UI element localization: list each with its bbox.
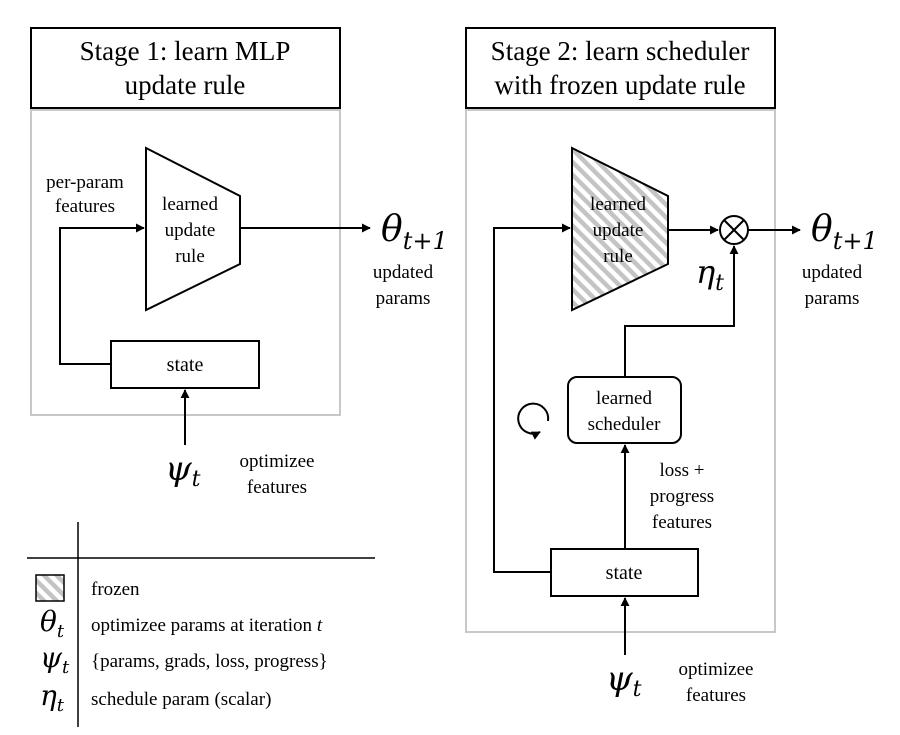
stage2-scheduler-line1: learned xyxy=(596,388,652,409)
stage1-title-line1: Stage 1: learn MLP xyxy=(80,36,291,66)
stage2-loss-label-line3: features xyxy=(652,512,712,533)
legend-row-eta-text: schedule param (scalar) xyxy=(91,689,271,710)
stage1-output-label-line1: updated xyxy=(373,262,434,283)
legend: frozen θt optimizee params at iteration … xyxy=(27,522,375,727)
legend-row-theta-var: t xyxy=(317,615,323,636)
legend-eta-symbol: ηt xyxy=(40,679,65,716)
stage1-feedback-arrow xyxy=(59,223,145,365)
stage2-psi-symbol: ψt xyxy=(606,659,642,702)
stage2-title-box xyxy=(465,27,776,109)
stage1-output-symbol: θt+1 xyxy=(381,209,448,255)
stage2-loss-label-line2: progress xyxy=(650,486,714,507)
stage2-eta-arrow xyxy=(624,245,739,376)
stage1-title-box xyxy=(30,27,341,109)
stage2-output-label-line2: params xyxy=(805,288,860,309)
stage2-rule-line2: update xyxy=(593,220,644,241)
stage1-rule-line1: learned xyxy=(162,194,218,215)
stage1-output-subscript: t+1 xyxy=(403,227,448,255)
stage2-psi-subscript: t xyxy=(633,677,642,702)
stage1-rule-line3: rule xyxy=(175,246,205,267)
stage1-update-rule-block xyxy=(145,146,241,312)
stage1-state-label: state xyxy=(167,354,204,376)
stage2-rule-line1: learned xyxy=(590,194,646,215)
legend-row-frozen-text: frozen xyxy=(91,579,140,600)
stage2-multiply-icon xyxy=(719,215,749,245)
stage2-feedback-arrow xyxy=(493,223,571,573)
stage1-title-line2: update rule xyxy=(125,70,246,100)
stage2-scheduler-line2: scheduler xyxy=(588,414,661,435)
legend-row-psi-text: {params, grads, loss, progress} xyxy=(91,651,328,672)
legend-frozen-swatch xyxy=(35,574,65,602)
stage2-output-subscript: t+1 xyxy=(833,227,878,255)
stage2-eta-symbol: ηt xyxy=(696,253,724,296)
stage2-loss-label-line1: loss + xyxy=(659,460,704,481)
stage1-psi-subscript: t xyxy=(192,467,201,492)
stage2-panel: Stage 2: learn scheduler with frozen upd… xyxy=(465,27,878,706)
legend-psi-subscript: t xyxy=(62,657,70,678)
stage2-scheduler-box xyxy=(567,376,682,444)
stage2-panel-frame xyxy=(465,109,776,633)
stage1-input-label-line1: per-param xyxy=(46,172,124,193)
legend-row-theta-text: optimizee params at iteration t xyxy=(91,615,323,636)
stage2-state-label: state xyxy=(606,562,643,584)
stage2-recurrent-loop-icon xyxy=(517,402,550,440)
stage2-title-line1: Stage 2: learn scheduler xyxy=(491,36,750,66)
stage2-update-rule-block xyxy=(571,146,669,312)
stage1-output-label-line2: params xyxy=(376,288,431,309)
legend-psi-symbol: ψt xyxy=(40,641,70,678)
legend-eta-subscript: t xyxy=(57,695,65,716)
stage2-psi-label-line2: features xyxy=(686,685,746,706)
stage2-output-label-line1: updated xyxy=(802,262,863,283)
legend-theta-subscript: t xyxy=(57,621,65,642)
stage2-psi-label-line1: optimizee xyxy=(679,659,754,680)
stage2-title-line2: with frozen update rule xyxy=(494,70,745,100)
stage1-psi-symbol: ψt xyxy=(165,449,201,492)
stage1-panel: Stage 1: learn MLP update rule per-param… xyxy=(30,27,448,498)
stage2-rule-line3: rule xyxy=(603,246,633,267)
legend-theta-symbol: θt xyxy=(40,605,65,642)
stage1-psi-label-line1: optimizee xyxy=(240,451,315,472)
stage2-state-box xyxy=(550,548,699,597)
stage1-input-label-line2: features xyxy=(55,196,115,217)
stage2-eta-subscript: t xyxy=(715,271,724,296)
stage1-psi-label-line2: features xyxy=(247,477,307,498)
stage1-rule-line2: update xyxy=(165,220,216,241)
stage2-output-symbol: θt+1 xyxy=(811,209,878,255)
